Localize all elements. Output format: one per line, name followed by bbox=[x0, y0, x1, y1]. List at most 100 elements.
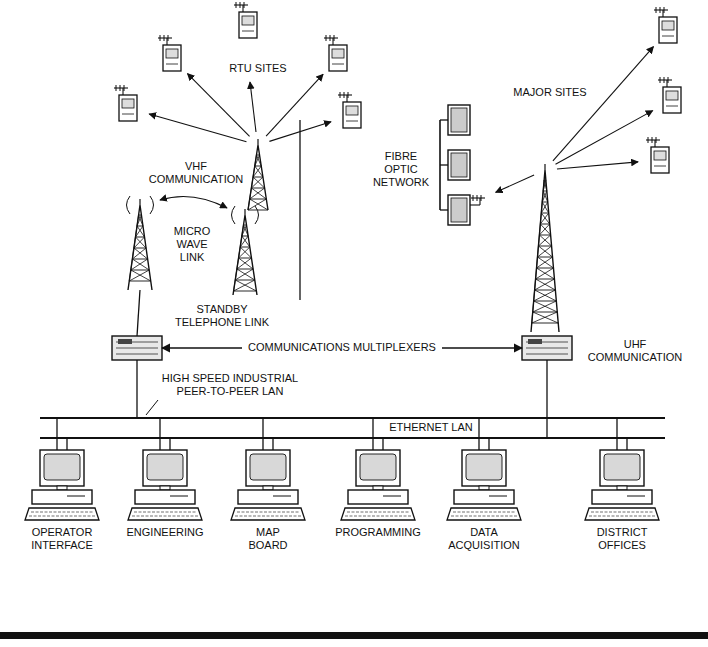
system-unit bbox=[454, 490, 514, 504]
workstation-icon bbox=[567, 448, 677, 524]
tower-brace bbox=[542, 191, 547, 202]
tower-brace bbox=[532, 301, 534, 312]
tower-brace bbox=[255, 155, 260, 166]
workstation-icon bbox=[213, 448, 323, 524]
tower-brace bbox=[537, 246, 551, 257]
system-unit bbox=[592, 490, 652, 504]
tower-brace bbox=[541, 202, 547, 213]
tower-brace bbox=[239, 258, 252, 259]
drive-slot bbox=[627, 496, 645, 497]
tower-brace bbox=[129, 270, 131, 281]
antenna-tick bbox=[326, 35, 327, 41]
site-cabinet bbox=[448, 150, 470, 180]
radio-panel bbox=[666, 91, 678, 100]
radio-panel bbox=[346, 106, 358, 115]
radio-panel bbox=[242, 16, 254, 25]
cabinet-panel bbox=[451, 108, 467, 132]
antenna-tick bbox=[124, 85, 125, 91]
tower-brace bbox=[131, 259, 148, 270]
drive-slot bbox=[273, 496, 291, 497]
monitor bbox=[246, 450, 290, 486]
tower-brace bbox=[137, 215, 141, 226]
tower-brace bbox=[253, 177, 263, 178]
radio-link-arrow bbox=[149, 114, 246, 142]
tower-brace bbox=[534, 301, 557, 302]
antenna-tick bbox=[648, 137, 649, 143]
tower-brace bbox=[129, 270, 149, 281]
tower-brace bbox=[135, 237, 146, 248]
tower-brace bbox=[134, 248, 148, 259]
workstation-label: MAP BOARD bbox=[243, 526, 293, 552]
radio-slot bbox=[166, 64, 178, 65]
workstation: DATA ACQUISITION bbox=[429, 448, 539, 556]
tower-brace bbox=[534, 279, 536, 290]
fibre-optic-line bbox=[439, 120, 441, 210]
radio-link-arrow bbox=[250, 82, 256, 132]
tower-brace bbox=[134, 237, 145, 248]
keyboard-keys bbox=[451, 516, 517, 517]
multiplexer-rack-line bbox=[526, 348, 568, 349]
monitor bbox=[600, 450, 644, 486]
tower-brace bbox=[541, 213, 549, 224]
workstation: DISTRICT OFFICES bbox=[567, 448, 677, 556]
tower-brace bbox=[251, 177, 263, 188]
tower-tip bbox=[139, 199, 140, 205]
tower-brace bbox=[251, 188, 264, 189]
keyboard-keys bbox=[29, 516, 95, 517]
tower-tip bbox=[244, 209, 245, 215]
workstation: MAP BOARD bbox=[213, 448, 323, 556]
antenna-tick bbox=[116, 85, 117, 91]
tower-brace bbox=[235, 280, 255, 281]
fibre-stub bbox=[440, 119, 448, 120]
tower-legs bbox=[531, 170, 559, 332]
tower-brace bbox=[536, 279, 556, 290]
tower-brace bbox=[540, 213, 548, 224]
radio-slot bbox=[346, 121, 358, 122]
tower-brace bbox=[132, 259, 149, 270]
tower-brace bbox=[237, 269, 253, 270]
tower-brace bbox=[250, 199, 268, 210]
monitor-screen bbox=[250, 454, 286, 480]
multiplexer-display bbox=[118, 339, 132, 344]
workstation-drop bbox=[169, 438, 170, 450]
tower-brace bbox=[538, 235, 550, 246]
tower-feed bbox=[137, 290, 140, 336]
tower-brace bbox=[132, 248, 134, 259]
workstation-drop bbox=[616, 418, 617, 450]
leader-line bbox=[146, 400, 158, 415]
multiplexer bbox=[112, 336, 162, 360]
tower-brace bbox=[537, 257, 552, 258]
tower-tip bbox=[257, 139, 258, 145]
keyboard-keys bbox=[134, 512, 196, 513]
antenna-tick bbox=[660, 77, 661, 83]
workstation-drop bbox=[56, 418, 57, 450]
tower-brace bbox=[534, 290, 556, 301]
workstation-icon bbox=[110, 448, 220, 524]
tower-brace bbox=[537, 246, 539, 257]
drive-slot bbox=[383, 496, 401, 497]
workstation: OPERATOR INTERFACE bbox=[7, 448, 117, 556]
site-group-label: RTU SITES bbox=[223, 62, 293, 75]
antenna-mast bbox=[122, 88, 123, 95]
radio-slot bbox=[242, 31, 254, 32]
microwave-wave bbox=[255, 206, 259, 224]
system-unit bbox=[238, 490, 298, 504]
antenna-tick bbox=[236, 2, 237, 8]
tower-brace bbox=[237, 258, 252, 269]
tower-brace bbox=[248, 199, 250, 210]
antenna-tick bbox=[477, 195, 478, 201]
tower-brace bbox=[538, 246, 552, 257]
drive-slot bbox=[67, 496, 85, 497]
keyboard-keys bbox=[132, 516, 198, 517]
workstation-icon bbox=[323, 448, 433, 524]
tower-brace bbox=[235, 280, 256, 291]
tower-brace bbox=[240, 247, 250, 248]
tower-brace bbox=[132, 259, 147, 260]
drive-slot bbox=[170, 496, 188, 497]
keyboard bbox=[447, 508, 521, 520]
tower-legs bbox=[233, 215, 257, 295]
antenna-feed bbox=[470, 204, 480, 205]
antenna-tick bbox=[656, 7, 657, 13]
tower-brace bbox=[533, 312, 558, 323]
antenna-tick bbox=[344, 92, 345, 98]
